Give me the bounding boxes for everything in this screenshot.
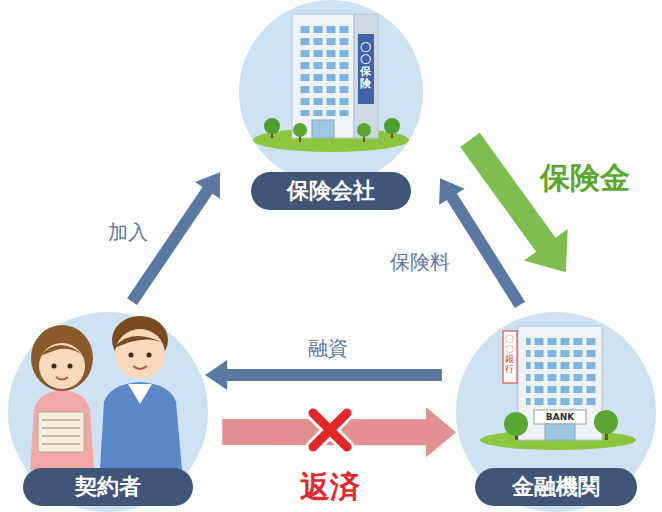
trees bbox=[264, 118, 400, 142]
sign bbox=[358, 34, 374, 104]
entity-label: 契約者 bbox=[23, 468, 193, 506]
building-side bbox=[354, 14, 378, 138]
cross bbox=[313, 413, 347, 447]
man-figure bbox=[100, 316, 182, 470]
flow-arrow bbox=[205, 360, 442, 390]
flow-label: 保険料 bbox=[390, 249, 450, 276]
entity-circle: 契約者 bbox=[8, 312, 208, 512]
bg-circle bbox=[456, 312, 656, 512]
door bbox=[545, 424, 575, 440]
bank-sign bbox=[534, 410, 586, 424]
flow-label: 加入 bbox=[108, 219, 148, 246]
flow-label: 保険金 bbox=[540, 158, 630, 199]
entity-label: 保険会社 bbox=[251, 172, 411, 210]
entity-label: 金融機関 bbox=[475, 468, 637, 506]
bank-building bbox=[518, 326, 602, 440]
flow-arrow bbox=[460, 133, 567, 273]
vertical-sign bbox=[503, 331, 517, 383]
windows bbox=[297, 22, 350, 116]
woman-figure bbox=[30, 325, 94, 470]
windows bbox=[526, 334, 596, 406]
entity-circle: 保険会社 bbox=[239, 0, 423, 184]
bg-circle bbox=[8, 312, 208, 512]
trees bbox=[504, 410, 618, 440]
sign-text: 〇〇保険 bbox=[360, 42, 371, 90]
flow-label: 返済 bbox=[300, 467, 360, 508]
flow-arrow bbox=[439, 178, 525, 308]
sign-text: 〇〇銀行 bbox=[505, 335, 514, 375]
bg-circle bbox=[239, 0, 423, 184]
cross-outline bbox=[313, 413, 347, 447]
sign-text: BANK bbox=[546, 412, 574, 422]
building bbox=[292, 14, 354, 138]
flow-label: 融資 bbox=[308, 335, 348, 362]
flow-arrow bbox=[222, 407, 456, 457]
door bbox=[312, 120, 334, 138]
